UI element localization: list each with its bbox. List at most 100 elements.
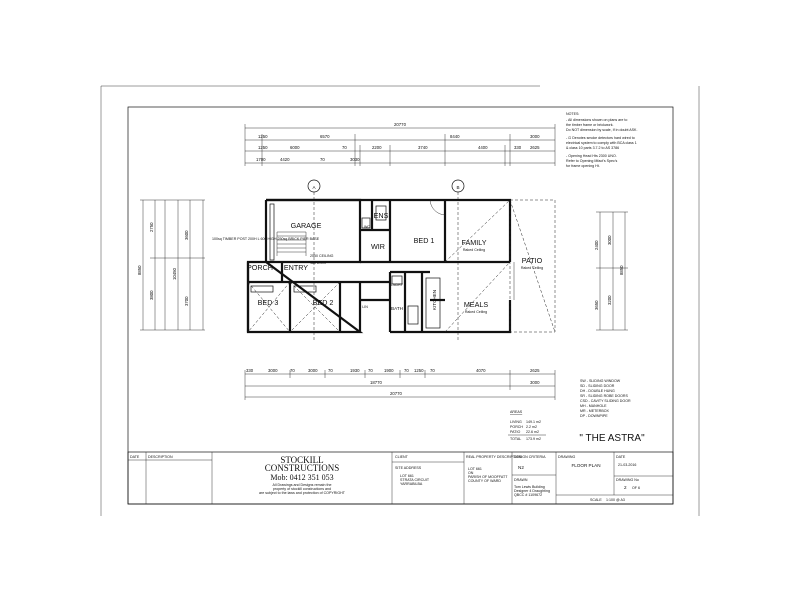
dim-label: 3000 [530, 380, 540, 385]
tb-design-label: DESIGN CRITERIA [514, 455, 546, 459]
dim-label: 6000 [290, 145, 300, 150]
dim-label: 70 [430, 368, 435, 373]
legend-item: SW - SLIDING WINDOW [580, 379, 621, 383]
dim-label: 8440 [450, 134, 460, 139]
dim-label: 3000 [268, 368, 278, 373]
dim-label: 3740 [418, 145, 428, 150]
areas-heading: AREAS [510, 410, 523, 414]
legend-item: MH - MANHOLE [580, 404, 607, 408]
floor-plan [246, 198, 556, 334]
dim-label: 2400 [594, 240, 599, 250]
company-name-line1: STOCKILL [280, 455, 323, 465]
area-label: PORCH [510, 425, 523, 429]
patio-outline [509, 199, 556, 333]
area-total-label: TOTAL [510, 437, 521, 441]
area-value: 149.1 m2 [526, 420, 541, 424]
area-value: 22.6 m2 [526, 430, 539, 434]
dim-label: 3700 [184, 296, 189, 306]
tb-of-text: OF 6 [632, 486, 640, 490]
tb-client-label: CLIENT [395, 455, 409, 459]
dim-label: 3650 [594, 300, 599, 310]
dim-label: 70 [404, 368, 409, 373]
project-name: " THE ASTRA" [579, 433, 645, 444]
tb-drawn-line: QBCC # 1109672 [514, 493, 542, 497]
dim-label: 1250 [414, 368, 424, 373]
copyright-line: are subject to the laws and protection o… [259, 491, 346, 495]
dim-label: 70 [320, 157, 325, 162]
legend-item: SD - SLIDING DOOR [580, 384, 615, 388]
dim-label: 3800 [149, 290, 154, 300]
legend-item: DH - DOUBLE HUNG [580, 389, 615, 393]
area-label: LIVING [510, 420, 522, 424]
title-block: DATE DESCRIPTION STOCKILL CONSTRUCTIONS … [127, 451, 674, 505]
notes-line: - Opening Head Hts 2300 UNO. [566, 154, 617, 158]
ceiling-note: 2550 CEILING [310, 254, 334, 258]
tb-site-line: STRATA CIRCUIT [400, 478, 430, 482]
tb-scale-label: SCALE [590, 498, 602, 502]
room-kitchen: KITCHEN [432, 290, 437, 310]
tb-site-label: SITE ADDRESS [395, 466, 422, 470]
drop-note: 480 DROP [310, 261, 328, 265]
dim-label: 4400 [478, 145, 488, 150]
tb-scale-value: 1:100 @ A3 [606, 498, 625, 502]
tb-description-col: DESCRIPTION [148, 455, 173, 459]
company-name-line2: CONSTRUCTIONS [265, 463, 340, 473]
tb-property-label: REAL PROPERTY DESCRIPTION [466, 455, 522, 459]
area-value: 2.2 m2 [526, 425, 537, 429]
dim-label: 18770 [370, 380, 383, 385]
room-bed2: BED 2 [313, 298, 334, 307]
room-bed3: BED 3 [258, 298, 279, 307]
garage-wall [266, 198, 362, 264]
tb-drawing-no-value: 2 [624, 485, 627, 490]
notes-line: for frame opening Ht. [566, 164, 600, 168]
dim-label: 70 [328, 368, 333, 373]
room-meals: MEALS [464, 300, 489, 309]
room-meals-sub: Raked Ceiling [465, 310, 487, 314]
tb-drawing-label: DRAWING [558, 455, 575, 459]
notes-line: - ⊡ Denotes smoke detectors hard wired t… [566, 136, 635, 140]
dim-label: 2625 [530, 145, 540, 150]
dim-label: 330 [514, 145, 522, 150]
legend-item: MR - METERBOX [580, 409, 610, 413]
room-labels: GARAGE ENS WIR BED 1 FAMILY Raked Ceilin… [212, 211, 543, 314]
dim-label: 2625 [530, 368, 540, 373]
room-patio: PATIO [522, 256, 543, 265]
tb-design-value: N2 [518, 465, 524, 470]
tb-property-line: PARISH OF MOOFFATT [468, 475, 508, 479]
legend-item: DP - DOWNPIPE [580, 414, 608, 418]
dim-label: 1700 [256, 157, 266, 162]
area-total-value: 173.9 m2 [526, 437, 541, 441]
tb-site-line: LOT 661 [400, 474, 414, 478]
tb-property-line: COUNTY OF WARD [468, 479, 501, 483]
dim-label: 10450 [172, 267, 177, 280]
dim-label: 70 [290, 368, 295, 373]
room-porch: PORCH [247, 263, 273, 272]
areas-table: AREAS LIVING 149.1 m2 PORCH 2.2 m2 PATIO… [508, 410, 546, 441]
room-bath: BATH [391, 306, 403, 311]
notes-block: NOTES: - All dimensions shown on plans a… [566, 112, 637, 168]
bottom-dimensions: 330 3000 70 3000 70 1930 70 1900 70 1250… [244, 368, 556, 400]
notes-line: Refer to Opening Mfact's Spec's [566, 159, 618, 163]
tb-property-line: LOT 661 [468, 467, 482, 471]
area-label: PATIO [510, 430, 520, 434]
dim-label: 330 [246, 368, 254, 373]
porch-note: 100sq TIMBER POST 200H L 600 HIGH 250sq … [212, 237, 320, 241]
grid-marker-label: B [456, 185, 459, 190]
right-dimensions: 3000 3200 8850 2400 3650 [594, 211, 628, 331]
dim-label: 70 [342, 145, 347, 150]
abbreviation-legend: SW - SLIDING WINDOW SD - SLIDING DOOR DH… [580, 379, 631, 418]
notes-line: - All dimensions shown on plans are to [566, 118, 627, 122]
dim-label: 1900 [384, 368, 394, 373]
dim-label: 1250 [258, 134, 268, 139]
dim-label: 6570 [320, 134, 330, 139]
room-entry: ENTRY [284, 263, 308, 272]
dim-label: 20770 [390, 391, 403, 396]
room-patio-sub: Raked Ceiling [521, 266, 543, 270]
dim-label: 3000 [607, 235, 612, 245]
room-wir: WIR [371, 242, 385, 251]
room-family: FAMILY [461, 238, 486, 247]
company-mobile: Mob: 0412 351 053 [270, 473, 333, 482]
dim-label: 3200 [607, 295, 612, 305]
notes-line: electrical system to comply with BCA cla… [566, 141, 637, 145]
grid-marker-label: A [312, 185, 316, 190]
